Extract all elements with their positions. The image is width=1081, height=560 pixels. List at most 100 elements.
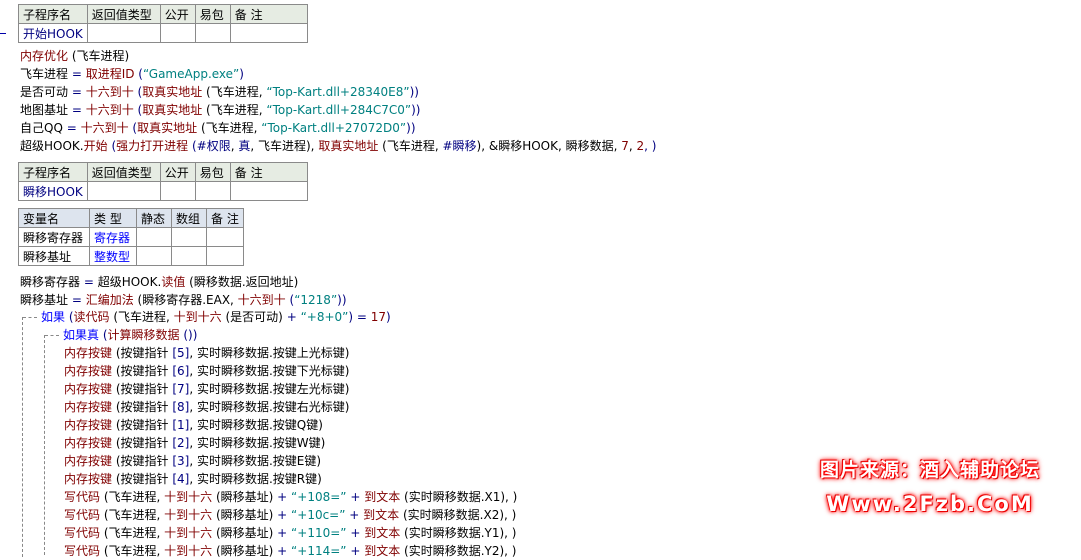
remark-cell[interactable] — [206, 227, 244, 247]
remark-cell[interactable] — [229, 23, 308, 43]
code-token: (按键指针 — [112, 454, 173, 468]
variable-name[interactable]: 瞬移寄存器 — [18, 227, 90, 247]
code-token: ( — [128, 121, 138, 135]
static-cell[interactable] — [136, 227, 172, 247]
package-cell[interactable] — [194, 181, 231, 201]
variable-table: 变量名 类 型 静态 数组 备 注 瞬移寄存器寄存器 瞬移基址整数型 — [18, 208, 244, 266]
code-line[interactable]: 内存按键 (按键指针 [7], 实时瞬移数据.按键左光标键) — [64, 380, 349, 398]
code-line[interactable]: 超级HOOK.开始 (强力打开进程 (#权限, 真, 飞车进程), 取真实地址 … — [20, 137, 656, 155]
code-token: 汇编加法 — [85, 292, 134, 307]
code-token: 到文本 — [364, 490, 401, 504]
code-line[interactable]: 内存按键 (按键指针 [4], 实时瞬移数据.按键R键) — [64, 470, 322, 488]
code-token: [5] — [172, 346, 190, 360]
code-token: 取真实地址 — [318, 139, 379, 153]
public-cell[interactable] — [159, 23, 196, 43]
array-cell[interactable] — [171, 227, 207, 247]
code-token: (按键指针 — [112, 346, 173, 360]
watermark-url: Www.2Fzb.CoM — [826, 492, 1034, 516]
code-token: ()) — [179, 328, 198, 342]
code-token: 十六到十 — [85, 103, 134, 117]
if-true-block-guide-line — [45, 335, 59, 336]
code-token: = — [71, 85, 86, 99]
code-line[interactable]: 如果 (读代码 (飞车进程, 十到十六 (是否可动) + “+8+0”) = 1… — [41, 308, 391, 326]
code-token: (飞车进程, — [202, 85, 267, 99]
code-token: [3] — [172, 454, 190, 468]
code-line[interactable]: 内存按键 (按键指针 [8], 实时瞬移数据.按键右光标键) — [64, 398, 349, 416]
code-token: 到文本 — [364, 526, 401, 540]
code-token: + — [286, 310, 301, 324]
code-line[interactable]: 内存按键 (按键指针 [2], 实时瞬移数据.按键W键) — [64, 434, 325, 452]
static-cell[interactable] — [136, 246, 172, 266]
code-line[interactable]: 内存按键 (按键指针 [5], 实时瞬移数据.按键上光标键) — [64, 344, 349, 362]
code-line[interactable]: 写代码 (飞车进程, 十到十六 (瞬移基址) + “+114=” + 到文本 (… — [64, 542, 516, 560]
remark-cell[interactable] — [206, 246, 244, 266]
code-line[interactable]: 自己QQ = 十六到十 (取真实地址 (飞车进程, “Top-Kart.dll+… — [20, 119, 416, 137]
subroutine-name[interactable]: 开始HOOK — [18, 23, 88, 43]
code-token: + — [277, 526, 292, 540]
subroutine-name[interactable]: 瞬移HOOK — [18, 181, 88, 201]
code-line[interactable]: 地图基址 = 十六到十 (取真实地址 (飞车进程, “Top-Kart.dll+… — [20, 101, 421, 119]
variable-type[interactable]: 寄存器 — [89, 227, 137, 247]
col-header: 易包 — [194, 4, 231, 24]
code-token: = — [83, 275, 98, 289]
code-token: 强力打开进程 — [116, 139, 189, 153]
code-token: [2] — [172, 436, 190, 450]
variable-type[interactable]: 整数型 — [89, 246, 137, 266]
return-type-cell[interactable] — [86, 23, 161, 43]
variable-row[interactable]: 瞬移基址整数型 — [18, 246, 244, 266]
code-token: 内存按键 — [64, 436, 113, 450]
code-token: 十到十六 — [164, 508, 213, 522]
code-line[interactable]: 写代码 (飞车进程, 十到十六 (瞬移基址) + “+110=” + 到文本 (… — [64, 524, 516, 542]
code-line[interactable]: 飞车进程 = 取进程ID (“GameApp.exe”) — [20, 65, 244, 83]
subroutine-table-teleport-hook: 子程序名 返回值类型 公开 易包 备 注 瞬移HOOK — [18, 162, 308, 201]
code-token: 到文本 — [363, 508, 400, 522]
code-token: = — [71, 292, 86, 307]
code-token: #瞬移 — [442, 139, 477, 153]
variable-name[interactable]: 瞬移基址 — [18, 246, 90, 266]
code-token: [8] — [172, 400, 190, 414]
array-cell[interactable] — [171, 246, 207, 266]
code-line[interactable]: 内存按键 (按键指针 [6], 实时瞬移数据.按键下光标键) — [64, 362, 349, 380]
code-line[interactable]: 写代码 (飞车进程, 十到十六 (瞬移基址) + “+108=” + 到文本 (… — [64, 488, 517, 506]
code-line[interactable]: 写代码 (飞车进程, 十到十六 (瞬移基址) + “+10c=” + 到文本 (… — [64, 506, 516, 524]
code-line[interactable]: 瞬移基址 = 汇编加法 (瞬移寄存器.EAX, 十六到十 (“1218”)) — [20, 291, 347, 309]
col-header: 返回值类型 — [86, 162, 161, 182]
return-type-cell[interactable] — [86, 181, 161, 201]
code-token: (按键指针 — [112, 436, 173, 450]
subroutine-table-start-hook: 子程序名 返回值类型 公开 易包 备 注 开始HOOK — [18, 4, 308, 43]
code-token: [6] — [172, 364, 190, 378]
code-token: ( — [134, 67, 143, 81]
code-token: )) — [411, 103, 421, 117]
code-token: (瞬移基址) — [212, 526, 278, 540]
code-line[interactable]: 是否可动 = 十六到十 (取真实地址 (飞车进程, “Top-Kart.dll+… — [20, 83, 419, 101]
variable-row[interactable]: 瞬移寄存器寄存器 — [18, 227, 244, 247]
code-line[interactable]: 内存按键 (按键指针 [3], 实时瞬移数据.按键E键) — [64, 452, 321, 470]
col-header: 静态 — [136, 208, 172, 228]
code-token: ( — [133, 103, 143, 117]
code-token: 瞬移寄存器 — [20, 275, 84, 289]
code-token: ( — [107, 139, 117, 153]
code-line[interactable]: 如果真 (计算瞬移数据 ()) — [63, 326, 197, 344]
col-header: 变量名 — [18, 208, 90, 228]
code-token: , 实时瞬移数据.按键上光标键) — [189, 346, 350, 360]
remark-cell[interactable] — [229, 181, 308, 201]
code-line[interactable]: 内存优化 (飞车进程) — [20, 47, 129, 65]
code-token: “+110=” — [291, 526, 347, 540]
col-header: 备 注 — [229, 4, 308, 24]
col-header: 子程序名 — [18, 4, 88, 24]
code-token: , ) — [644, 139, 657, 153]
code-token: “Top-Kart.dll+28340E8” — [266, 85, 410, 99]
package-cell[interactable] — [194, 23, 231, 43]
code-line[interactable]: 瞬移寄存器 = 超级HOOK.读值 (瞬移数据.返回地址) — [20, 273, 298, 291]
if-true-block-guide-line — [44, 335, 45, 555]
col-header: 返回值类型 — [86, 4, 161, 24]
col-header: 备 注 — [206, 208, 244, 228]
code-token: 取真实地址 — [137, 121, 198, 135]
code-token: 真 — [238, 139, 251, 153]
code-line[interactable]: 内存按键 (按键指针 [1], 实时瞬移数据.按键Q键) — [64, 416, 323, 434]
public-cell[interactable] — [159, 181, 196, 201]
code-token: (飞车进程, — [202, 103, 267, 117]
current-line-marker — [0, 33, 6, 34]
col-header: 备 注 — [229, 162, 308, 182]
code-token: 十到十六 — [173, 310, 222, 324]
